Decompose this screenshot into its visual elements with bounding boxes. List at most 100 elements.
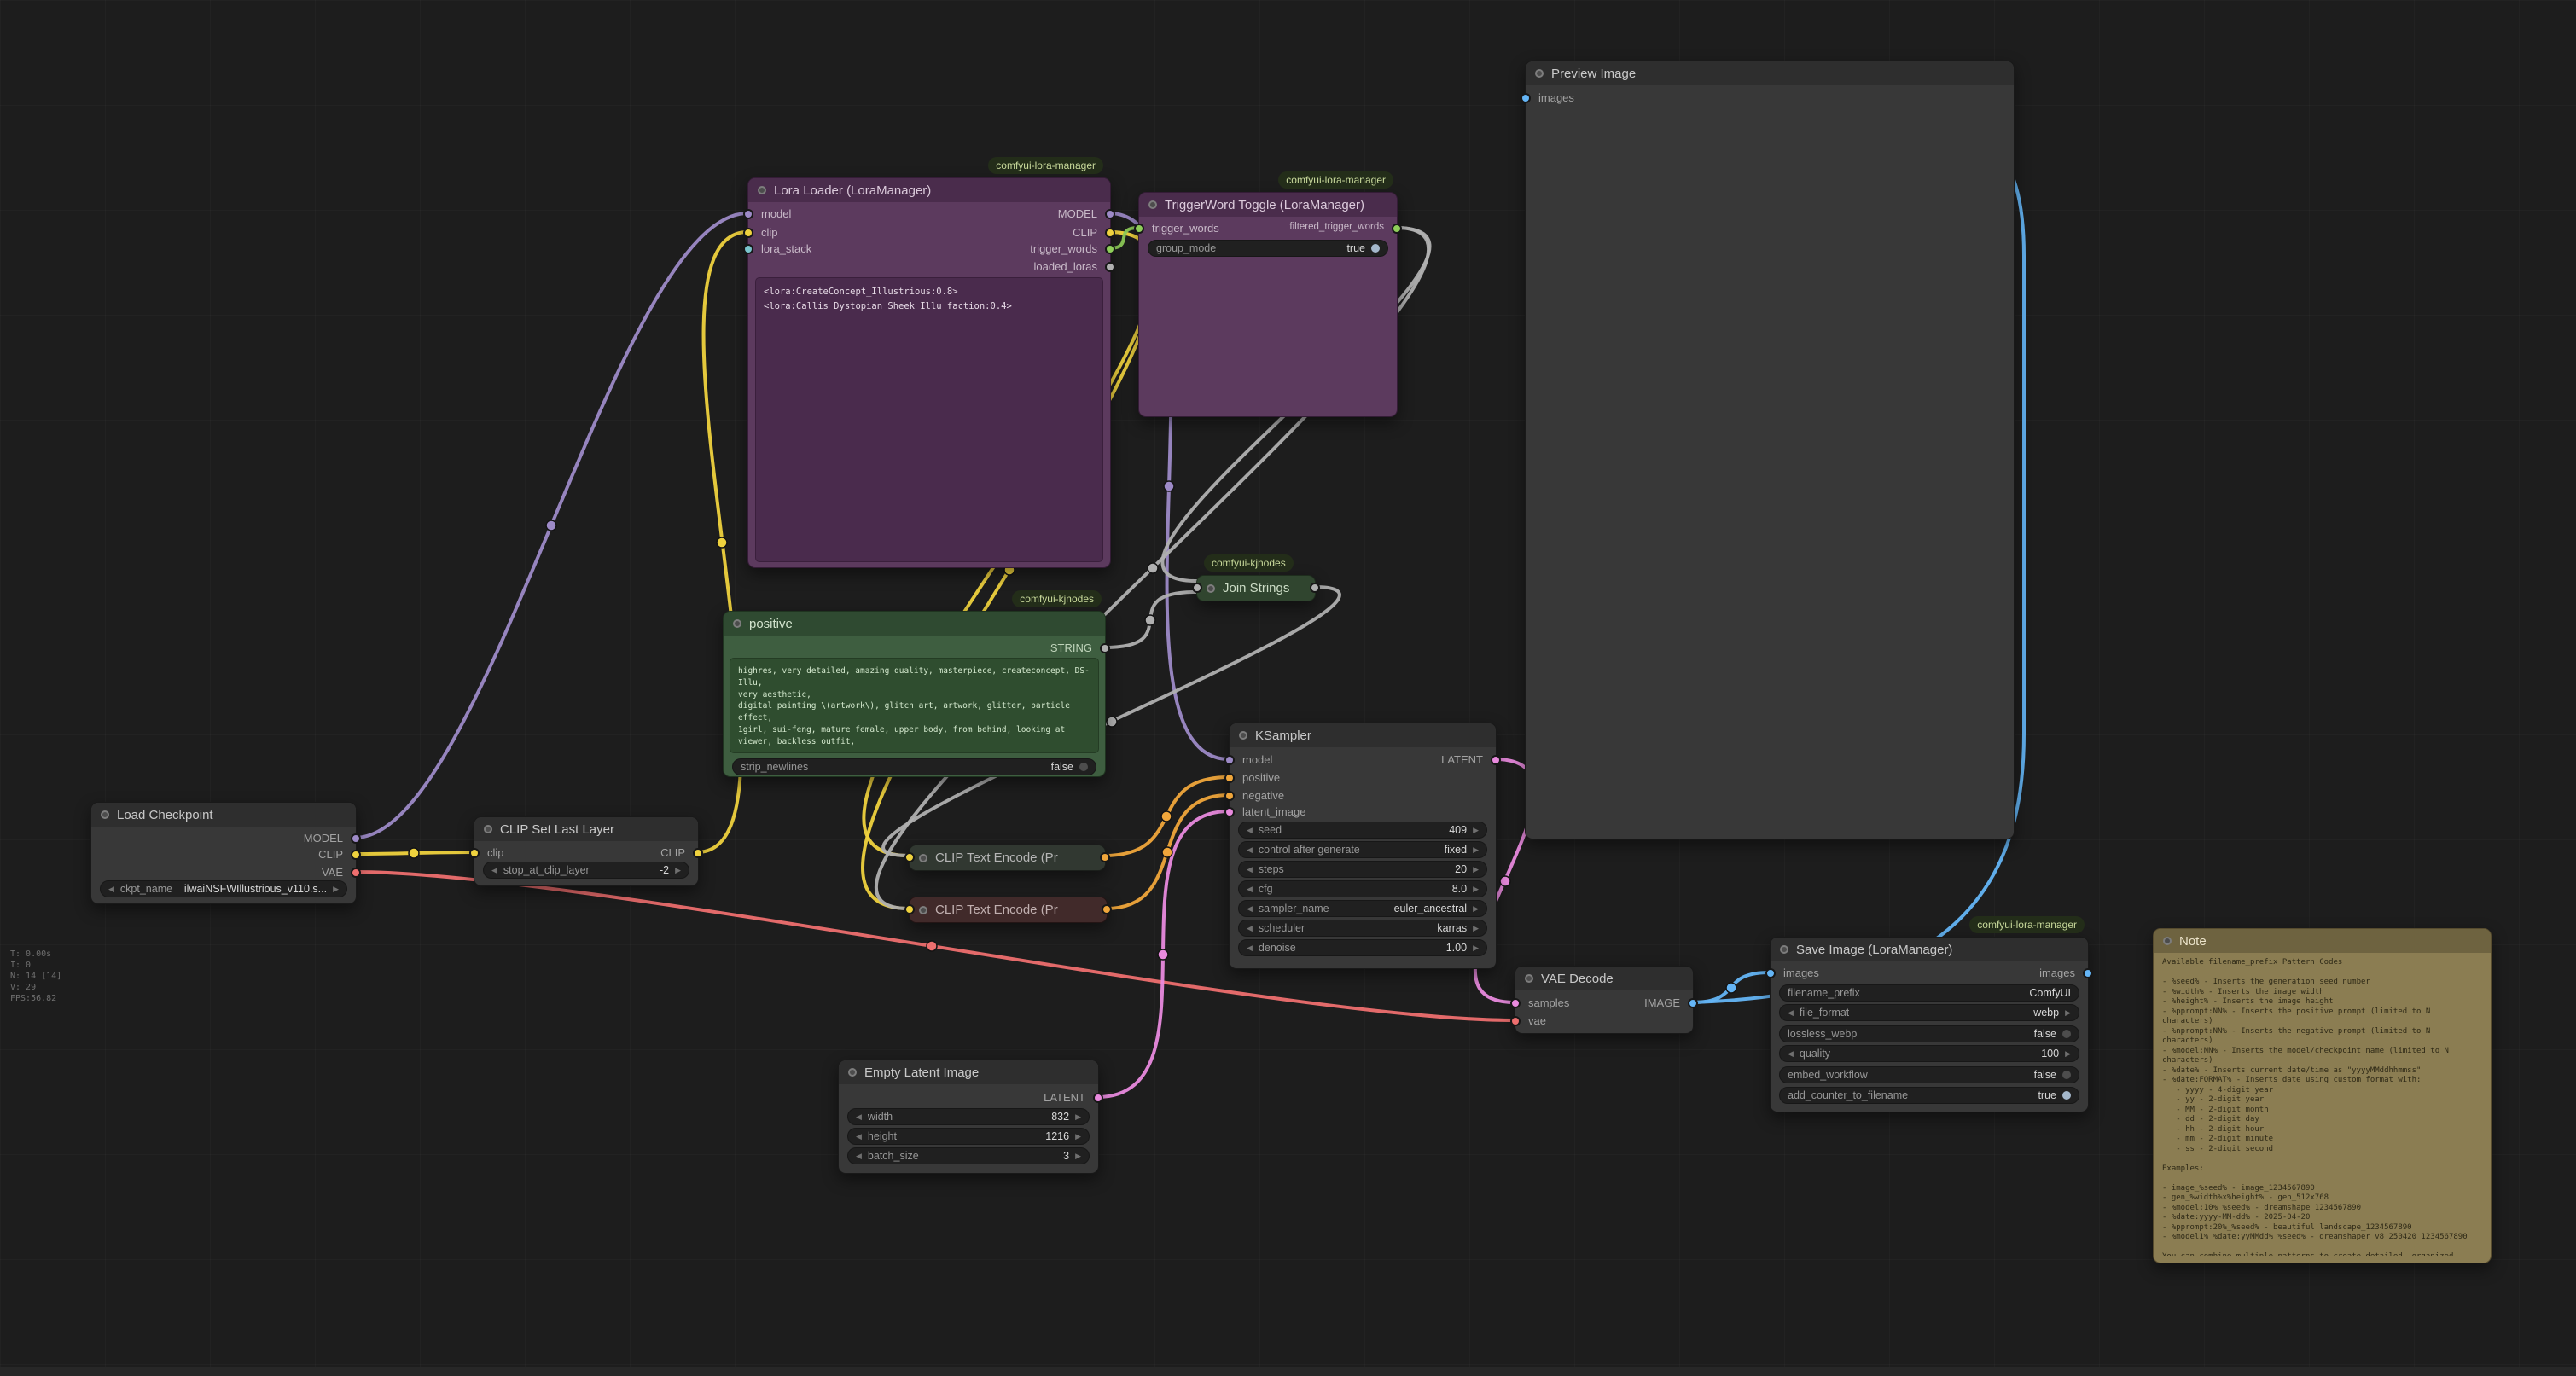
node-lora-loader[interactable]: comfyui-lora-manager Lora Loader (LoraMa… [743,157,1115,568]
trigger-words-output-socket[interactable] [1105,244,1115,254]
node-note[interactable]: Note Available filename_prefix Pattern C… [2153,928,2492,1263]
collapse-dot-icon[interactable] [1207,583,1215,593]
prompt-text-area[interactable]: highres, very detailed, amazing quality,… [730,658,1099,753]
node-load-checkpoint[interactable]: Load Checkpoint MODEL CLIP VAE ◀ ckpt_na… [90,802,361,904]
clip-output-socket[interactable] [693,848,703,858]
vae-output-socket[interactable] [351,868,361,878]
combo-left-arrow-icon[interactable]: ◀ [856,1131,862,1141]
node-clip-set-last-layer[interactable]: CLIP Set Last Layer clip CLIP ◀ stop_at_… [469,816,703,886]
loaded-loras-output-socket[interactable] [1105,262,1115,272]
combo-right-arrow-icon[interactable]: ▶ [675,865,681,874]
combo-left-arrow-icon[interactable]: ◀ [108,884,114,893]
collapse-dot-icon[interactable] [919,905,927,914]
node-save-image[interactable]: comfyui-lora-manager Save Image (LoraMan… [1765,916,2093,1112]
combo-right-arrow-icon[interactable]: ▶ [1473,864,1479,874]
collapse-dot-icon[interactable] [1525,974,1533,983]
control-after-generate-widget[interactable]: ◀ control after generate fixed ▶ [1238,841,1487,858]
collapse-dot-icon[interactable] [101,810,109,819]
node-join-strings[interactable]: comfyui-kjnodes Join Strings [1192,554,1320,601]
combo-left-arrow-icon[interactable]: ◀ [491,865,497,874]
string-output-socket[interactable] [1100,643,1110,653]
cfg-widget[interactable]: ◀ cfg 8.0 ▶ [1238,880,1487,897]
positive-title-bar[interactable]: positive [724,612,1105,636]
combo-right-arrow-icon[interactable]: ▶ [1473,923,1479,932]
combo-left-arrow-icon[interactable]: ◀ [1247,864,1253,874]
toggle-dot-icon[interactable] [1371,244,1380,253]
lora-stack-input-socket[interactable] [743,244,753,254]
clip-input-socket[interactable] [743,228,753,238]
group-mode-toggle[interactable]: group_mode true [1148,240,1388,257]
combo-left-arrow-icon[interactable]: ◀ [1247,884,1253,893]
collapse-dot-icon[interactable] [919,853,927,862]
width-widget[interactable]: ◀ width 832 ▶ [847,1108,1090,1125]
ckpt-name-widget[interactable]: ◀ ckpt_name ilwaiNSFWIllustrious_v110.s.… [100,880,347,897]
quality-widget[interactable]: ◀ quality 100 ▶ [1779,1045,2079,1062]
model-output-socket[interactable] [1105,209,1115,219]
conditioning-output-socket[interactable] [1100,852,1110,862]
images-input-socket[interactable] [1765,968,1776,978]
toggle-dot-icon[interactable] [1079,763,1088,771]
clip-input-socket[interactable] [469,848,480,858]
vae-decode-title-bar[interactable]: VAE Decode [1515,967,1693,990]
clip-output-socket[interactable] [1105,228,1115,238]
lossless-webp-toggle[interactable]: lossless_webp false [1779,1025,2079,1042]
combo-right-arrow-icon[interactable]: ▶ [1075,1131,1081,1141]
combo-right-arrow-icon[interactable]: ▶ [1473,903,1479,913]
combo-right-arrow-icon[interactable]: ▶ [1473,943,1479,952]
combo-left-arrow-icon[interactable]: ◀ [1247,923,1253,932]
clip-input-socket[interactable] [904,904,915,914]
node-triggerword-toggle[interactable]: comfyui-lora-manager TriggerWord Toggle … [1134,171,1402,417]
clip-text-encode-positive-title-bar[interactable]: CLIP Text Encode (Pr [910,845,1105,870]
combo-right-arrow-icon[interactable]: ▶ [2065,1007,2071,1017]
node-empty-latent-image[interactable]: Empty Latent Image LATENT ◀ width 832 ▶ … [838,1060,1103,1174]
collapse-dot-icon[interactable] [2163,937,2172,945]
toggle-dot-icon[interactable] [2062,1071,2071,1079]
samples-input-socket[interactable] [1510,998,1521,1008]
node-clip-text-encode-negative[interactable]: CLIP Text Encode (Pr [904,897,1112,923]
combo-right-arrow-icon[interactable]: ▶ [1473,825,1479,834]
clip-output-socket[interactable] [351,850,361,860]
triggerword-toggle-title-bar[interactable]: TriggerWord Toggle (LoraManager) [1139,193,1397,217]
combo-right-arrow-icon[interactable]: ▶ [1075,1112,1081,1121]
lora-loader-title-bar[interactable]: Lora Loader (LoraManager) [748,178,1110,202]
clip-input-socket[interactable] [904,852,915,862]
node-ksampler[interactable]: KSampler model positive negative latent_… [1224,723,1501,969]
string-output-socket[interactable] [1310,583,1320,593]
combo-left-arrow-icon[interactable]: ◀ [856,1112,862,1121]
model-output-socket[interactable] [351,833,361,844]
clip-text-encode-negative-title-bar[interactable]: CLIP Text Encode (Pr [910,897,1107,922]
collapse-dot-icon[interactable] [484,825,492,833]
collapse-dot-icon[interactable] [1535,69,1544,78]
filtered-trigger-words-output-socket[interactable] [1392,224,1402,234]
images-input-socket[interactable] [1521,93,1531,103]
steps-widget[interactable]: ◀ steps 20 ▶ [1238,861,1487,878]
combo-right-arrow-icon[interactable]: ▶ [1473,884,1479,893]
file-format-widget[interactable]: ◀ file_format webp ▶ [1779,1004,2079,1021]
filename-prefix-widget[interactable]: filename_prefix ComfyUI [1779,984,2079,1002]
latent-output-socket[interactable] [1093,1093,1103,1103]
node-clip-text-encode-positive[interactable]: CLIP Text Encode (Pr [904,845,1110,871]
empty-latent-title-bar[interactable]: Empty Latent Image [839,1060,1098,1084]
collapse-dot-icon[interactable] [733,619,741,628]
image-output-socket[interactable] [1688,998,1698,1008]
stop-at-clip-layer-widget[interactable]: ◀ stop_at_clip_layer -2 ▶ [483,862,689,879]
vae-input-socket[interactable] [1510,1016,1521,1026]
strip-newlines-toggle[interactable]: strip_newlines false [732,758,1096,775]
seed-widget[interactable]: ◀ seed 409 ▶ [1238,822,1487,839]
latent-output-socket[interactable] [1491,755,1501,765]
collapse-dot-icon[interactable] [1239,731,1247,740]
join-strings-title-bar[interactable]: Join Strings [1197,576,1315,601]
collapse-dot-icon[interactable] [1780,945,1788,954]
ksampler-title-bar[interactable]: KSampler [1230,723,1496,747]
clip-set-last-layer-title-bar[interactable]: CLIP Set Last Layer [474,817,698,841]
string-input-socket[interactable] [1192,583,1202,593]
combo-left-arrow-icon[interactable]: ◀ [1247,903,1253,913]
scheduler-widget[interactable]: ◀ scheduler karras ▶ [1238,920,1487,937]
combo-right-arrow-icon[interactable]: ▶ [1075,1151,1081,1160]
conditioning-output-socket[interactable] [1102,904,1112,914]
add-counter-toggle[interactable]: add_counter_to_filename true [1779,1087,2079,1104]
trigger-words-input-socket[interactable] [1134,224,1144,234]
node-vae-decode[interactable]: VAE Decode samples vae IMAGE [1510,966,1698,1034]
combo-right-arrow-icon[interactable]: ▶ [2065,1048,2071,1058]
